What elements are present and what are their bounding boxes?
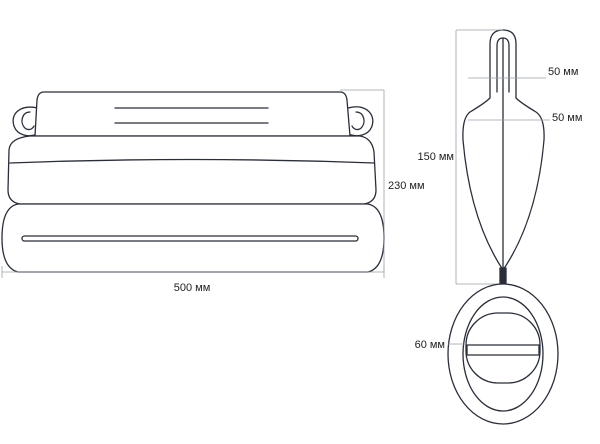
top-section-label: 50 мм bbox=[548, 66, 578, 78]
top-handle-hole-left bbox=[21, 111, 35, 131]
middle-body bbox=[7, 135, 377, 205]
top-pad bbox=[34, 91, 351, 137]
bottom-ring-bar bbox=[466, 344, 540, 356]
top-handle-hole-right bbox=[351, 111, 365, 131]
width-dim-label: 500 мм bbox=[174, 282, 211, 294]
front-view: 500 мм 230 мм bbox=[1, 89, 425, 294]
bottom-view: 60 мм bbox=[415, 283, 559, 425]
middle-body-seam bbox=[9, 158, 375, 164]
profile-inner-slot-left bbox=[496, 37, 504, 93]
profile-height-label: 150 мм bbox=[417, 151, 454, 163]
profile-inner-slot-right bbox=[502, 37, 510, 93]
height-dim-label: 230 мм bbox=[388, 180, 425, 192]
middle-section-label: 50 мм bbox=[552, 112, 582, 124]
bottom-cushion-slot bbox=[21, 235, 359, 242]
bottom-width-label: 60 мм bbox=[415, 339, 445, 351]
profile-stem bbox=[499, 267, 507, 285]
side-view: 150 мм 50 мм 50 мм bbox=[417, 29, 582, 285]
